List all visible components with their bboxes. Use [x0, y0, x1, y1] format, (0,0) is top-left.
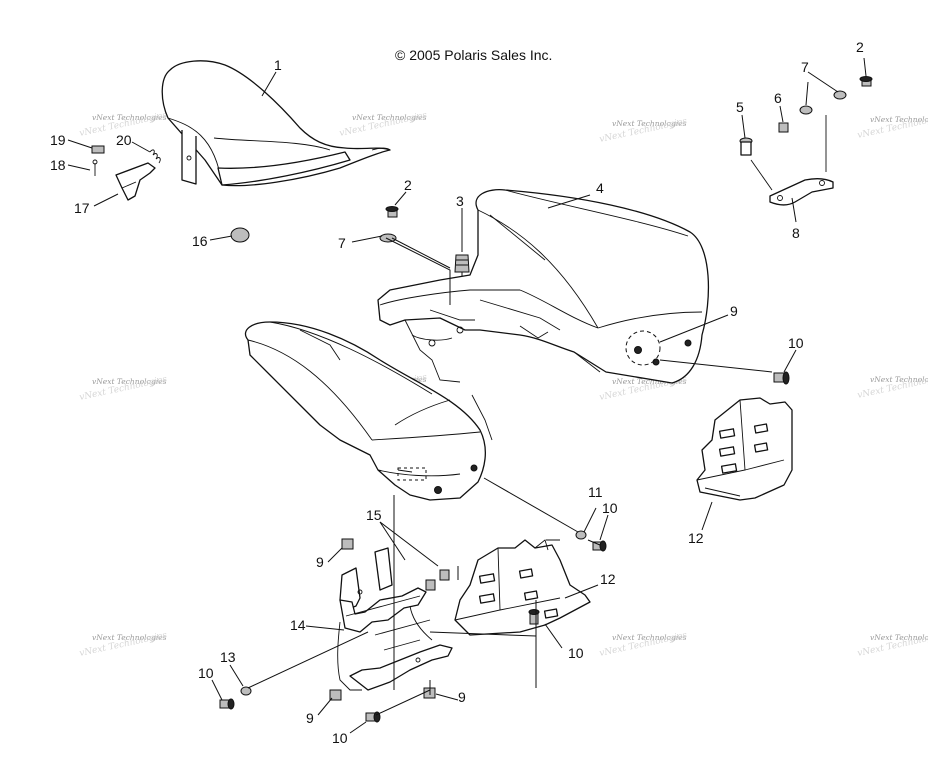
- bolt: [859, 76, 873, 87]
- nut: [329, 689, 342, 701]
- callout-8: 8: [792, 225, 800, 241]
- watermark: vNext Technologies: [612, 119, 687, 128]
- callout-19: 19: [50, 132, 66, 148]
- spacer: [425, 569, 450, 591]
- callout-14: 14: [290, 617, 306, 633]
- detail-box: [397, 467, 427, 481]
- watermark: vNext Technologies: [612, 377, 687, 386]
- callout-7: 7: [801, 59, 809, 75]
- bolt: [365, 711, 381, 723]
- watermark: vNext Technologies: [92, 633, 167, 642]
- washer: [833, 90, 847, 100]
- callout-20: 20: [116, 132, 132, 148]
- callout-9: 9: [316, 554, 324, 570]
- callout-5: 5: [736, 99, 744, 115]
- spacer: [739, 137, 753, 156]
- washer: [575, 530, 587, 540]
- pad: [91, 145, 105, 154]
- callout-7: 7: [338, 235, 346, 251]
- seat-latch: [115, 162, 156, 201]
- callout-10: 10: [568, 645, 584, 661]
- callout-10: 10: [198, 665, 214, 681]
- washer: [240, 686, 252, 696]
- callout-4: 4: [596, 180, 604, 196]
- skid-plate: [696, 397, 793, 501]
- watermark: vNext Technologies: [92, 377, 167, 386]
- nut: [341, 538, 354, 550]
- callout-11: 11: [588, 484, 603, 500]
- callout-6: 6: [774, 90, 782, 106]
- callout-17: 17: [74, 200, 90, 216]
- watermark: vNext Technologies: [870, 115, 928, 124]
- callout-1: 1: [274, 57, 282, 73]
- bolt: [592, 540, 607, 552]
- callout-2: 2: [856, 39, 864, 55]
- nut: [778, 122, 789, 133]
- callout-labels: 1 2 2 3 4 5 6 7 7 8 9 9 9 9 10 10 10 10 …: [50, 39, 864, 746]
- callout-3: 3: [456, 193, 464, 209]
- watermark: vNext Technologies: [870, 633, 928, 642]
- callout-13: 13: [220, 649, 236, 665]
- callout-15: 15: [366, 507, 382, 523]
- seat: [161, 60, 391, 187]
- callout-16: 16: [192, 233, 208, 249]
- bolt: [385, 206, 399, 218]
- callout-10: 10: [332, 730, 348, 746]
- grommet: [230, 227, 250, 243]
- callout-12: 12: [600, 571, 616, 587]
- washer: [799, 105, 813, 115]
- callout-18: 18: [50, 157, 66, 173]
- callout-leaders: [67, 57, 867, 734]
- rear-fender: [377, 189, 710, 384]
- bracket: [769, 178, 834, 206]
- callout-12: 12: [688, 530, 704, 546]
- watermark: vNext Technologies: [352, 113, 427, 122]
- pin: [92, 159, 98, 176]
- rubber-bumper: [454, 254, 470, 273]
- detail-circle: [625, 330, 661, 366]
- watermark: vNext Technologies: [92, 113, 167, 122]
- copyright-text: © 2005 Polaris Sales Inc.: [395, 47, 552, 63]
- bolt: [773, 371, 790, 385]
- watermark: vNext Technologies: [612, 633, 687, 642]
- washer: [379, 233, 397, 243]
- callout-9: 9: [306, 710, 314, 726]
- callout-10: 10: [602, 500, 618, 516]
- callout-10: 10: [788, 335, 804, 351]
- bolt: [219, 698, 235, 710]
- watermark: vNext Technologies: [870, 375, 928, 384]
- bolt: [528, 609, 540, 625]
- mounting-bracket: [337, 547, 453, 691]
- assembly-lines: [247, 237, 601, 716]
- callout-2: 2: [404, 177, 412, 193]
- rear-fender-left: [244, 321, 493, 501]
- callout-9: 9: [458, 689, 466, 705]
- callout-9: 9: [730, 303, 738, 319]
- skid-plate: [454, 539, 591, 636]
- spring: [149, 149, 161, 164]
